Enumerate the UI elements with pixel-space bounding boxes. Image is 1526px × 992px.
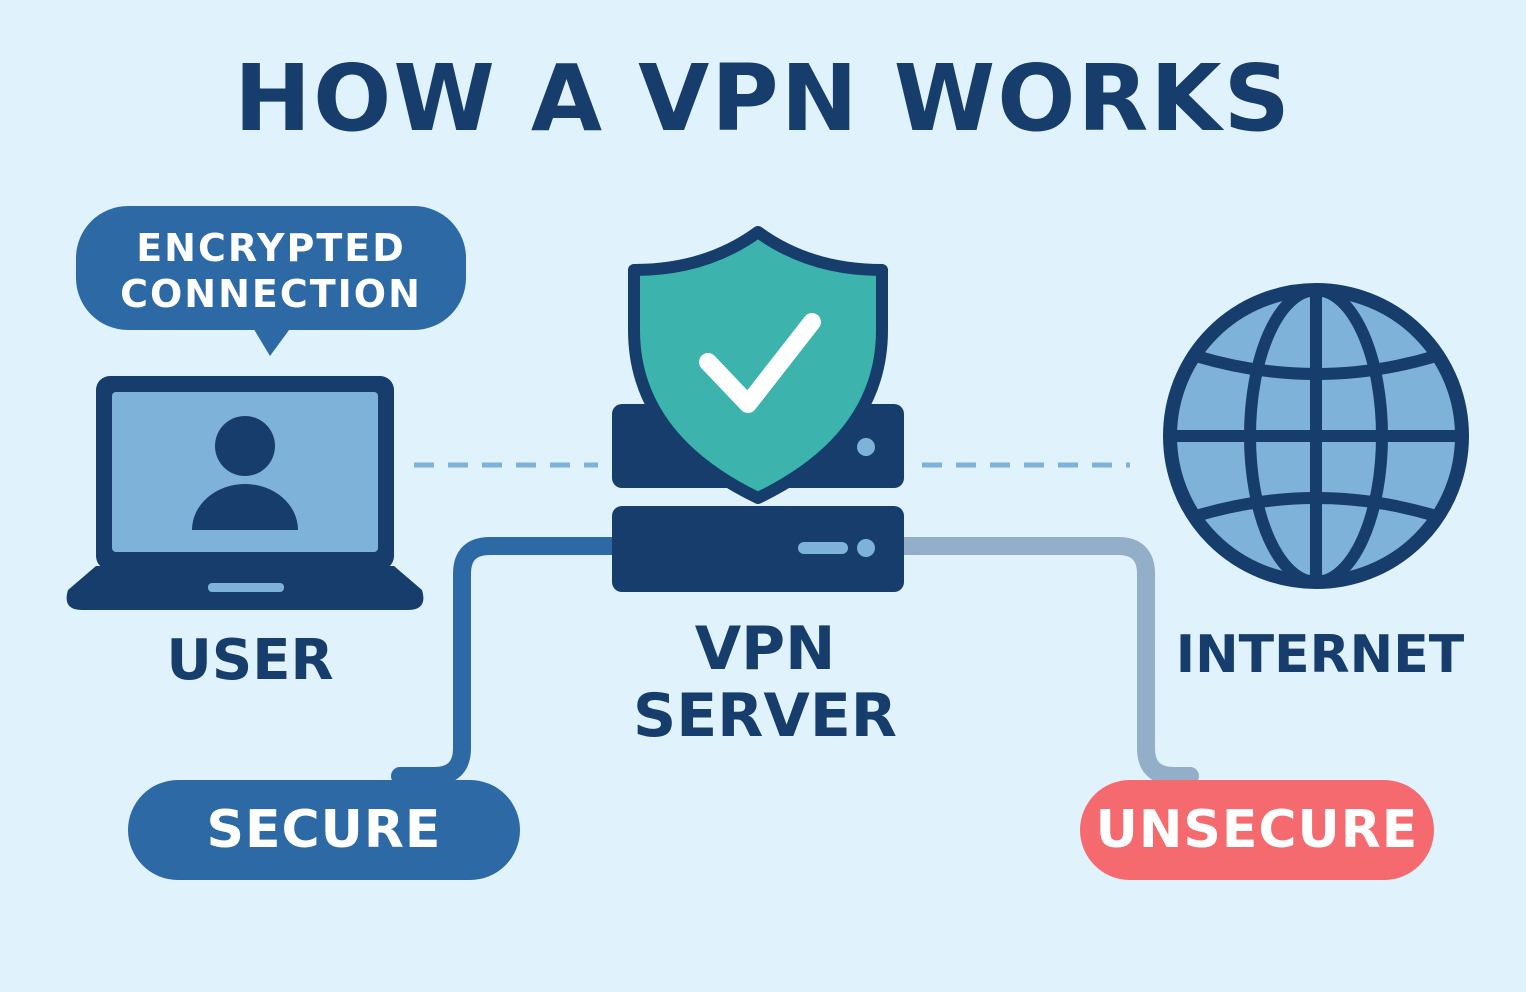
encrypted-connection-text: ENCRYPTED CONNECTION bbox=[76, 216, 466, 328]
secure-badge-text: SECURE bbox=[206, 800, 442, 860]
checkmark-icon bbox=[699, 313, 821, 413]
callout-line-1: ENCRYPTED bbox=[136, 226, 406, 271]
laptop-user-icon bbox=[66, 376, 424, 610]
vpn-server-label-line-1: VPN bbox=[694, 614, 836, 684]
secure-badge bbox=[128, 780, 520, 880]
page-title: HOW A VPN WORKS bbox=[234, 45, 1292, 152]
globe-icon bbox=[1163, 283, 1469, 589]
internet-label: INTERNET bbox=[1175, 625, 1465, 685]
shield-icon bbox=[628, 226, 888, 504]
encrypted-connection-callout bbox=[76, 206, 466, 356]
shield-server-icon bbox=[612, 226, 904, 592]
vpn-server-label: VPN SERVER bbox=[580, 614, 950, 752]
user-label: USER bbox=[166, 628, 334, 693]
secure-path-line bbox=[391, 537, 621, 785]
unsecure-badge-text: UNSECURE bbox=[1095, 800, 1419, 860]
vpn-server-label-line-2: SERVER bbox=[632, 681, 898, 752]
connection-lines bbox=[391, 462, 1199, 785]
callout-line-2: CONNECTION bbox=[120, 272, 422, 316]
unsecure-path-line bbox=[896, 537, 1199, 785]
unsecure-badge bbox=[1080, 780, 1434, 880]
